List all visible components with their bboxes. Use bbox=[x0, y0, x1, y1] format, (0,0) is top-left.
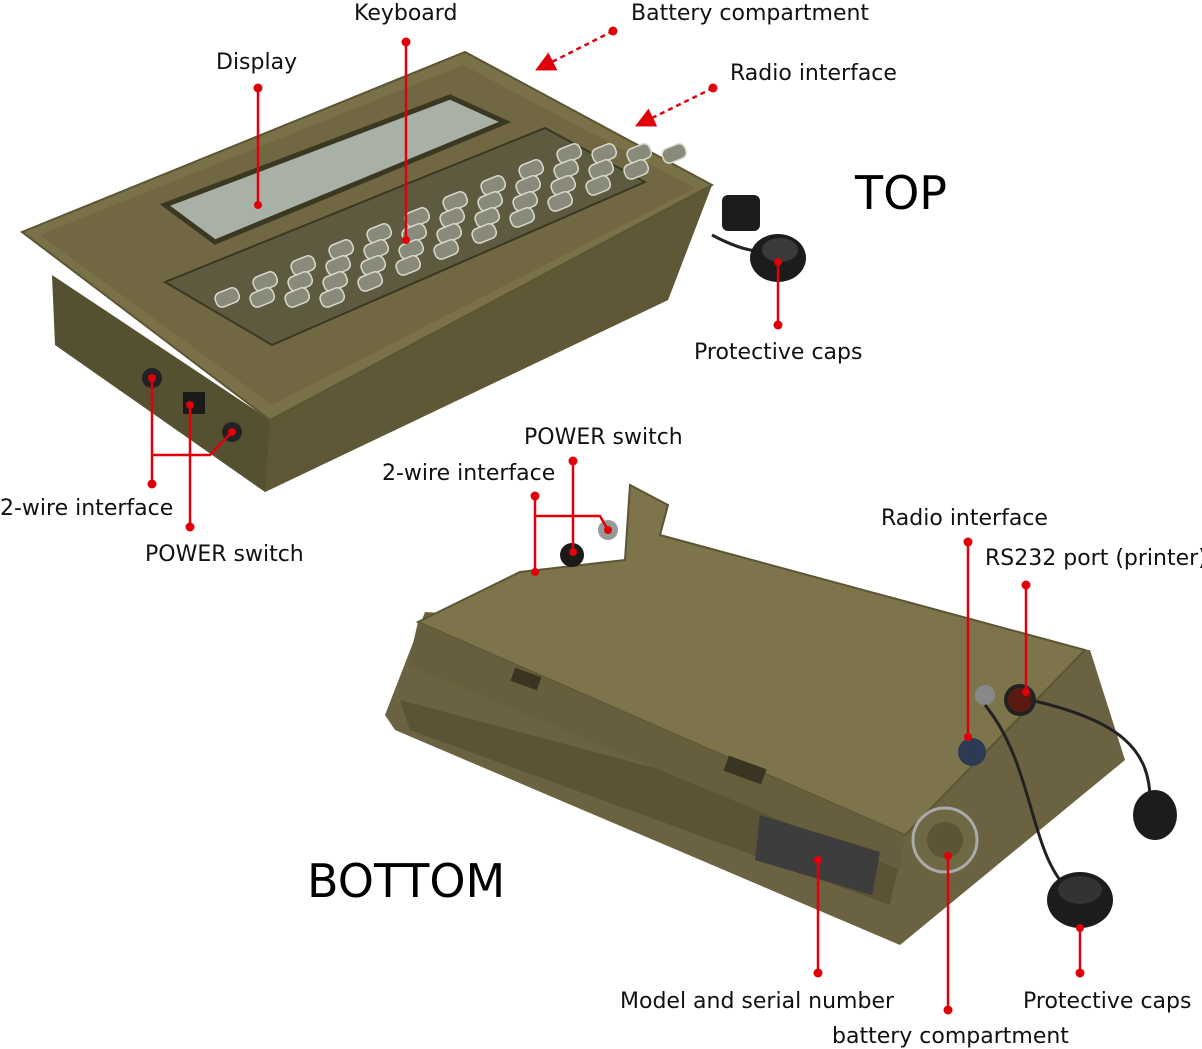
keypad-key bbox=[357, 271, 384, 292]
keypad-key bbox=[471, 223, 498, 244]
bottom-device bbox=[385, 483, 1177, 945]
label-radio-interface-top: Radio interface bbox=[730, 61, 897, 86]
label-protective-caps-top: Protective caps bbox=[694, 340, 862, 365]
label-model-serial: Model and serial number bbox=[620, 989, 895, 1014]
keypad-key bbox=[433, 239, 460, 260]
label-power-top: POWER switch bbox=[145, 542, 304, 567]
keypad-key bbox=[319, 287, 346, 308]
keypad-key bbox=[547, 191, 574, 212]
label-display: Display bbox=[216, 50, 297, 75]
label-battery-bottom: battery compartment bbox=[832, 1024, 1069, 1049]
keypad-key bbox=[585, 175, 612, 196]
keypad-key bbox=[395, 255, 422, 276]
keypad-key bbox=[661, 143, 688, 164]
display-screen bbox=[159, 94, 512, 245]
keypad-keys bbox=[214, 143, 688, 308]
label-keyboard: Keyboard bbox=[354, 1, 457, 26]
callout-2wire-top-b bbox=[152, 431, 233, 457]
label-2wire-top: 2-wire interface bbox=[0, 496, 173, 521]
label-rs232: RS232 port (printer) bbox=[985, 546, 1202, 571]
keypad-key bbox=[249, 287, 276, 308]
callout-2wire-bottom-b bbox=[535, 514, 610, 531]
arrow-radio bbox=[635, 86, 714, 127]
arrow-battery bbox=[535, 29, 614, 71]
bottom-title: BOTTOM bbox=[307, 854, 505, 908]
label-2wire-bottom: 2-wire interface bbox=[382, 461, 555, 486]
keypad-key bbox=[214, 287, 241, 308]
label-radio-interface-bottom: Radio interface bbox=[881, 506, 1048, 531]
label-protective-caps-bottom: Protective caps bbox=[1023, 989, 1191, 1014]
top-device bbox=[19, 50, 806, 492]
label-battery-compartment: Battery compartment bbox=[631, 1, 869, 26]
label-power-bottom: POWER switch bbox=[524, 425, 683, 450]
keypad-key bbox=[623, 159, 650, 180]
top-title: TOP bbox=[854, 166, 947, 220]
keypad-key bbox=[284, 287, 311, 308]
keypad-key bbox=[509, 207, 536, 228]
